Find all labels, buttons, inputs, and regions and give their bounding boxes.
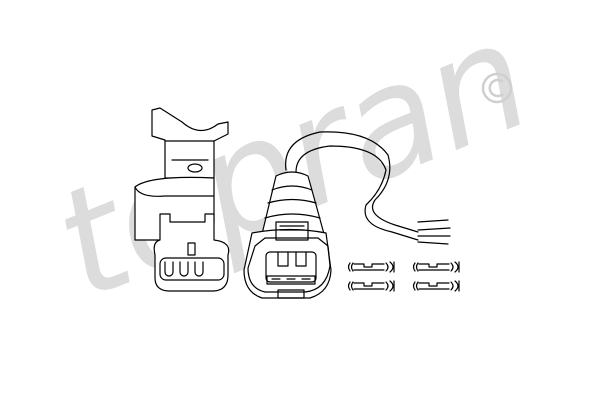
plug-drawing <box>243 131 451 299</box>
terminal-pin <box>347 280 395 292</box>
sensor-drawing <box>134 107 230 292</box>
terminal-pin <box>412 261 460 273</box>
terminal-pins <box>347 261 460 292</box>
copyright-icon <box>481 72 513 104</box>
terminal-pin <box>412 280 460 292</box>
terminal-pin <box>347 261 395 273</box>
